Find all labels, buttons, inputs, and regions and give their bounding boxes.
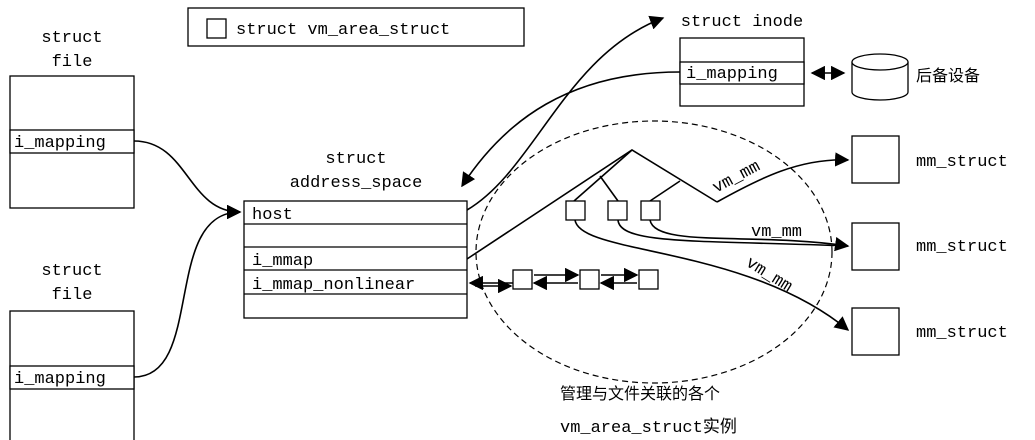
- arrow-vm-mm-1: [716, 152, 850, 203]
- edge-label-vm-mm-1: vm_mm: [710, 158, 764, 199]
- legend-vma-swatch: [206, 18, 227, 39]
- legend-label: struct vm_area_struct: [236, 21, 450, 40]
- caption-line2: vm_area_struct实例: [560, 417, 737, 438]
- vma-box-tree-3: [640, 200, 661, 221]
- mm-struct-3: mm_struct: [851, 307, 1008, 356]
- vma-box-list-2: [579, 269, 600, 290]
- address-space-field-i-mmap-nonlinear: i_mmap_nonlinear: [252, 276, 415, 295]
- legend-frame: [187, 7, 525, 47]
- vma-box-tree-2: [607, 200, 628, 221]
- file-2-field: i_mapping: [14, 370, 106, 389]
- inode-field-cell: [679, 61, 805, 85]
- mm-struct-2: mm_struct: [851, 222, 1008, 271]
- backing-device: 后备设备: [851, 53, 980, 101]
- arrow-vm-mm-3: [574, 219, 850, 331]
- mm-struct-3-box: [851, 307, 900, 356]
- address-space-box: [243, 200, 468, 319]
- mm-struct-3-label: mm_struct: [916, 324, 1008, 343]
- edge-label-vm-mm-2: vm_mm: [751, 223, 802, 242]
- struct-address-space: struct address_space host i_mmap i_mmap_…: [243, 150, 468, 319]
- struct-file-2: struct file i_mapping: [9, 262, 135, 440]
- vma-group-ellipse: [475, 120, 833, 384]
- arrow-file2-to-address-space: [133, 204, 242, 378]
- mm-struct-1-box: [851, 135, 900, 184]
- arrow-vm-mm-2: [649, 219, 850, 252]
- mm-struct-2-box: [851, 222, 900, 271]
- mm-struct-1: mm_struct: [851, 135, 1008, 184]
- file-1-title-line2: file: [52, 53, 93, 72]
- legend: struct vm_area_struct: [187, 7, 525, 47]
- mm-struct-2-label: mm_struct: [916, 238, 1008, 257]
- address-space-field-i-mmap: i_mmap: [252, 252, 313, 271]
- arrow-vm-mm-2b: [617, 219, 849, 247]
- address-space-title-line2: address_space: [290, 174, 423, 193]
- disk-icon-body: [851, 62, 909, 101]
- priority-tree: [466, 149, 718, 260]
- arrow-inode-mapping-to-address-space: [461, 71, 681, 188]
- struct-inode: struct inode i_mapping: [679, 13, 805, 107]
- file-2-title-line1: struct: [41, 262, 102, 281]
- edge-label-vm-mm-3: vm_mm: [742, 254, 795, 297]
- inode-title: struct inode: [681, 13, 803, 32]
- backing-device-label: 后备设备: [916, 66, 980, 85]
- vma-box-tree-1: [565, 200, 586, 221]
- vma-box-list-3: [638, 269, 659, 290]
- nonlinear-list: [468, 267, 659, 294]
- struct-file-1: struct file i_mapping: [9, 29, 135, 209]
- caption-line1: 管理与文件关联的各个: [560, 384, 720, 403]
- inode-field: i_mapping: [686, 65, 778, 84]
- address-space-field-host: host: [252, 206, 293, 225]
- address-space-title-line1: struct: [325, 150, 386, 169]
- arrow-file1-to-address-space: [133, 140, 242, 220]
- file-1-field: i_mapping: [14, 134, 106, 153]
- vma-box-list-1: [512, 269, 533, 290]
- file-2-title-line2: file: [52, 286, 93, 305]
- disk-icon-top: [851, 53, 909, 71]
- mm-struct-1-label: mm_struct: [916, 153, 1008, 172]
- tree-trunk: [466, 149, 718, 260]
- arrow-host-to-inode: [466, 15, 665, 211]
- file-1-title-line1: struct: [41, 29, 102, 48]
